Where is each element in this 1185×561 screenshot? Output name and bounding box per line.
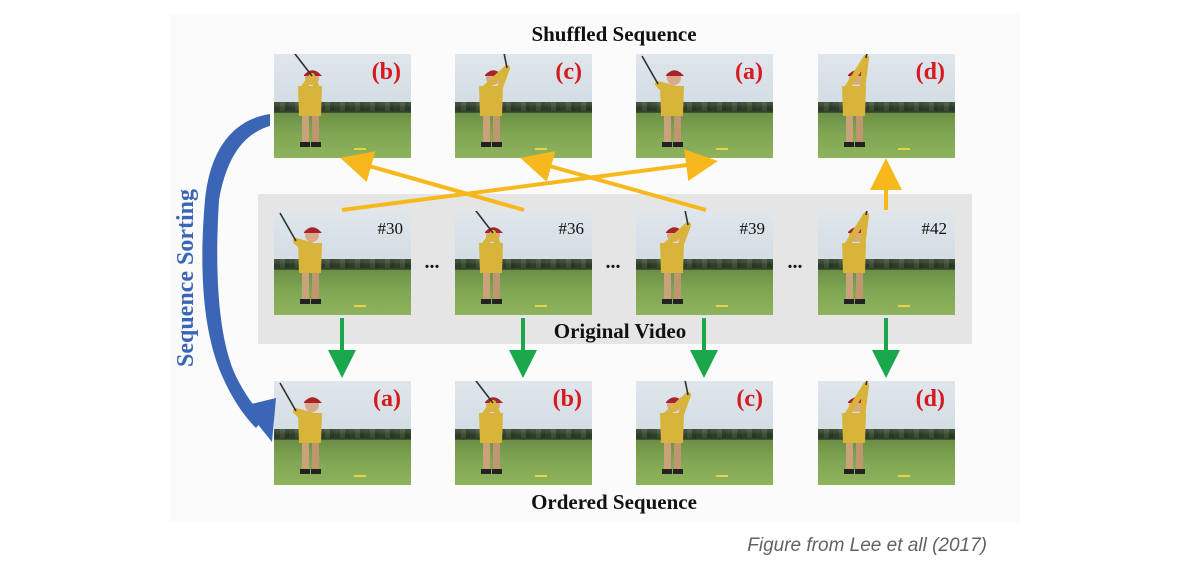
- figure-caption: Figure from Lee et all (2017): [747, 535, 987, 556]
- golfer-figure: [475, 211, 547, 307]
- golfer-figure: [294, 54, 366, 150]
- golfer-figure: [475, 381, 547, 477]
- golfer-figure: [842, 381, 910, 477]
- ellipsis-3: ...: [787, 251, 803, 273]
- sorting-curved-arrow: [202, 114, 276, 442]
- frame-letter: (b): [552, 386, 582, 412]
- golfer-figure: [660, 381, 728, 477]
- shuffle-arrow-36-to-b: [340, 151, 525, 212]
- original-frame-4: #42: [818, 211, 955, 315]
- frame-letter: (d): [915, 386, 945, 412]
- golfer-figure: [641, 55, 728, 150]
- ellipsis-2: ...: [605, 251, 621, 273]
- original-frame-2: #36: [455, 211, 592, 315]
- shuffled-sequence-title: Shuffled Sequence: [531, 22, 697, 46]
- frame-letter: (b): [371, 59, 401, 85]
- frame-letter: (c): [736, 386, 763, 412]
- frame-number: #36: [558, 219, 585, 238]
- golfer-figure: [479, 54, 547, 150]
- frame-letter: (d): [915, 59, 945, 85]
- frame-letter: (a): [373, 386, 401, 412]
- original-video-title: Original Video: [553, 319, 687, 343]
- golfer-figure: [660, 211, 728, 307]
- shuffled-frame-1: (b): [274, 54, 411, 158]
- frame-number: #39: [739, 219, 766, 238]
- shuffled-frame-4: (d): [818, 54, 955, 158]
- shuffle-arrow-39-to-c: [520, 151, 707, 212]
- golfer-figure: [842, 54, 910, 150]
- golfer-figure: [279, 382, 366, 477]
- ordered-frame-3: (c): [636, 381, 773, 485]
- golfer-figure: [279, 212, 366, 307]
- frame-letter: (a): [735, 59, 763, 85]
- ordered-sequence-title: Ordered Sequence: [531, 490, 697, 514]
- original-frame-3: #39: [636, 211, 773, 315]
- shuffled-frame-3: (a): [636, 54, 773, 158]
- frame-number: #30: [377, 219, 404, 238]
- frame-number: #42: [921, 219, 948, 238]
- golfer-figure: [842, 211, 910, 307]
- sequence-sorting-label: Sequence Sorting: [173, 188, 199, 368]
- shuffle-arrow-30-to-a: [341, 149, 718, 212]
- frame-letter: (c): [555, 59, 582, 85]
- ordered-frame-2: (b): [455, 381, 592, 485]
- ordered-frame-4: (d): [818, 381, 955, 485]
- original-frame-1: #30: [274, 211, 411, 315]
- ellipsis-1: ...: [424, 251, 440, 273]
- shuffled-frame-2: (c): [455, 54, 592, 158]
- ordered-frame-1: (a): [274, 381, 411, 485]
